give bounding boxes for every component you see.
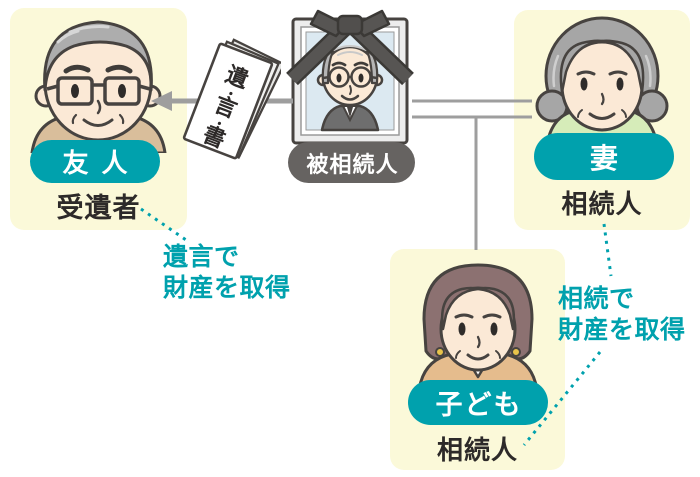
child-role-label: 相続人 <box>436 436 518 466</box>
bequest-note-line1: 遺言で <box>163 242 240 271</box>
child-badge-label: 子ども <box>435 390 523 421</box>
inherit-note-line1: 相続で <box>558 284 635 313</box>
inherit-note-line2: 財産を取得 <box>558 315 686 344</box>
friend-avatar-icon <box>30 20 167 153</box>
inherit-note: 相続で 財産を取得 <box>558 283 686 345</box>
wife-role-label: 相続人 <box>561 190 643 220</box>
bequest-note: 遺言で 財産を取得 <box>163 241 291 303</box>
child-card: 子ども 相続人 <box>390 249 565 470</box>
friend-badge-label: 友 人 <box>62 149 130 179</box>
bequest-note-line2: 財産を取得 <box>163 273 291 302</box>
will-document-icon: 遺 言 書 <box>182 38 281 160</box>
decedent-badge-label: 被相続人 <box>306 152 399 178</box>
wife-badge: 妻 <box>534 133 674 180</box>
wife-badge-label: 妻 <box>589 141 620 175</box>
wife-avatar-icon <box>535 16 669 140</box>
memorial-portrait-icon <box>286 9 414 145</box>
wife-dotted-leader <box>602 223 613 277</box>
child-badge: 子ども <box>408 380 548 425</box>
friend-role-label: 受遺者 <box>56 193 141 224</box>
child-avatar-icon <box>418 263 538 385</box>
decedent-badge: 被相続人 <box>288 142 415 183</box>
wife-card: 妻 相続人 <box>514 10 690 230</box>
friend-card: 友 人 受遺者 <box>10 8 187 230</box>
friend-badge: 友 人 <box>30 140 160 183</box>
